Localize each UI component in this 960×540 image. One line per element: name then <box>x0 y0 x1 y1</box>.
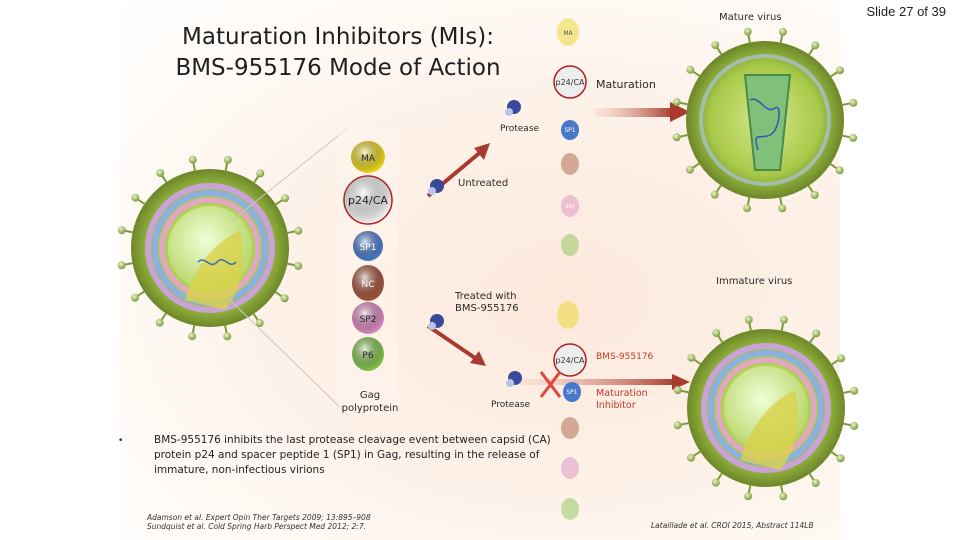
svg-text:SP2: SP2 <box>565 204 574 210</box>
gag-segment-label: NC <box>361 280 374 290</box>
mature-virus-label: Mature virus <box>719 12 782 23</box>
small-ma-label: MA <box>563 30 573 37</box>
small-sp1-label: SP1 <box>564 127 575 134</box>
envelope-spikes <box>117 27 859 501</box>
gag-segment-sp2: SP2 <box>352 302 384 334</box>
bullet-marker: • <box>118 436 124 446</box>
gag-segment-label: p24/CA <box>348 194 388 207</box>
protease-label-bottom: Protease <box>491 400 531 410</box>
maturation-label: Maturation <box>596 78 656 91</box>
gag-segment-ma: MA <box>351 141 385 173</box>
left-immature-virus <box>131 169 289 327</box>
reference-1: Adamson et al. Expert Opin Ther Targets … <box>147 513 371 522</box>
arrows <box>426 102 690 390</box>
gag-segment-sp1: SP1 <box>353 231 383 261</box>
treated-with-label: Treated with BMS-955176 <box>455 291 519 314</box>
small-p24-label: p24/CA <box>555 78 585 87</box>
mature-virus <box>686 41 844 199</box>
svg-text:p24/CA: p24/CA <box>555 356 585 365</box>
maturation-inhibitor-label: Maturation Inhibitor <box>596 388 648 411</box>
gag-segment-nc: NC <box>352 265 384 301</box>
bms-tag-label: BMS-955176 <box>596 352 654 362</box>
slide-number: Slide 27 of 39 <box>866 4 946 19</box>
gag-segment-p24-ca: p24/CA <box>343 175 393 225</box>
immature-virus-label: Immature virus <box>716 276 793 287</box>
reference-2: Sundquist et al. Cold Spring Harb Perspe… <box>147 522 366 531</box>
immature-virus <box>687 329 845 487</box>
cleaved-segments-bottom: p24/CA SP1 <box>539 301 587 520</box>
gag-segment-label: MA <box>361 154 376 164</box>
reference-3: Lataillade et al. CROI 2015, Abstract 11… <box>651 521 814 530</box>
gag-segment-label: SP2 <box>360 315 377 325</box>
gag-segment-label: P6 <box>362 351 373 361</box>
bullet-text: BMS-955176 inhibits the last protease cl… <box>154 434 551 476</box>
gag-segment-label: SP1 <box>360 243 377 253</box>
protease-label-top: Protease <box>500 124 540 134</box>
untreated-label: Untreated <box>458 178 509 189</box>
slide-title: Maturation Inhibitors (MIs): BMS-955176 … <box>175 24 501 81</box>
gag-polyprotein-label: Gag polyprotein <box>341 390 399 414</box>
gag-segment-p6: P6 <box>352 337 384 371</box>
protease-icons <box>428 100 522 387</box>
cleaved-segments-top: MA p24/CA SP1 SP2 <box>553 18 587 256</box>
svg-text:SP1: SP1 <box>566 389 577 396</box>
